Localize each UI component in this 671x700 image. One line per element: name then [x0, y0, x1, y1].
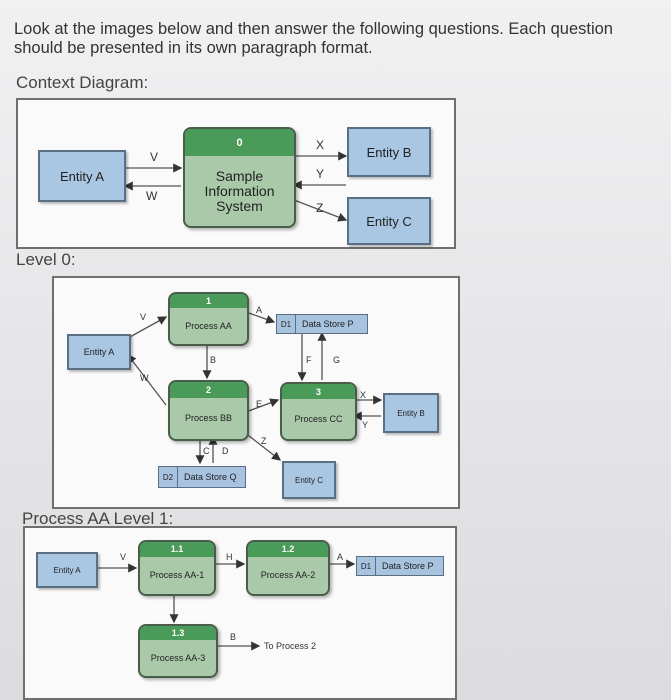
level0-data-store-q: D2 Data Store Q [158, 466, 246, 488]
level0-flow-e: E [256, 399, 263, 409]
level1-process-1-3-name: Process AA-3 [150, 652, 206, 663]
level0-d2-name: Data Store Q [184, 472, 237, 482]
context-process-name: Sample Information System [185, 156, 294, 226]
level0-flow-x: X [360, 390, 367, 400]
level0-flow-g: G [333, 355, 341, 365]
level0-flow-v: V [140, 312, 147, 322]
instruction-line-1: Look at the images below and then answer… [14, 20, 613, 38]
level0-flow-w: W [140, 373, 149, 383]
level1-process-1-2-name: Process AA-2 [260, 569, 316, 580]
context-process-number: 0 [185, 129, 294, 157]
level1-process-1-2-number: 1.2 [248, 542, 328, 557]
context-flow-w: W [146, 189, 158, 203]
level0-process-3: 3 Process CC [280, 382, 357, 441]
level1-flow-v: V [120, 552, 127, 562]
section-title-level0: Level 0: [16, 250, 76, 269]
process-name-line-3: System [216, 197, 263, 214]
level0-process-2-name: Process BB [184, 412, 233, 423]
level0-entity-a: Entity A [67, 334, 131, 370]
context-entity-c: Entity C [347, 197, 431, 245]
level0-data-store-p: D1 Data Store P [276, 314, 368, 334]
level1-process-1-1: 1.1 Process AA-1 [138, 540, 216, 596]
level0-d1-id: D1 [277, 315, 296, 333]
level1-d1-id: D1 [357, 557, 376, 575]
context-flow-z: Z [316, 201, 324, 215]
level1-flow-h: H [226, 552, 233, 562]
process-name-line-1: Sample [215, 167, 264, 184]
level0-process-1: 1 Process AA [168, 292, 249, 346]
level0-flow-c: C [203, 446, 210, 456]
level0-process-3-name: Process CC [294, 413, 343, 424]
level1-process-1-3-number: 1.3 [140, 626, 216, 640]
level0-process-2: 2 Process BB [168, 380, 249, 441]
level1-to-process-2: To Process 2 [264, 641, 317, 651]
context-process-0: 0 Sample Information System [183, 127, 296, 228]
level0-entity-c: Entity C [282, 461, 336, 499]
context-entity-b: Entity B [347, 127, 431, 177]
process-name-line-2: Information [204, 182, 275, 199]
level0-d2-id: D2 [159, 467, 178, 487]
level0-flow-d: D [222, 446, 229, 456]
level0-flow-z: Z [261, 436, 267, 446]
level1-process-1-2: 1.2 Process AA-2 [246, 540, 330, 596]
section-title-level1: Process AA Level 1: [22, 509, 174, 528]
level0-flow-f: F [306, 355, 312, 365]
instruction-line-2: should be presented in its own paragraph… [14, 39, 373, 57]
level0-process-3-number: 3 [282, 384, 355, 400]
level1-entity-a: Entity A [36, 552, 98, 588]
context-flow-v: V [150, 150, 159, 164]
level1-data-store-p: D1 Data Store P [356, 556, 444, 576]
level0-flow-a: A [256, 305, 263, 315]
level0-flow-b: B [210, 355, 217, 365]
context-entity-a: Entity A [38, 150, 126, 202]
level0-process-1-number: 1 [170, 294, 247, 308]
level0-d1-name: Data Store P [302, 319, 354, 329]
level0-flow-y: Y [362, 420, 369, 430]
level0-entity-b: Entity B [383, 393, 439, 433]
level0-process-1-name: Process AA [185, 320, 232, 331]
level1-process-1-1-name: Process AA-1 [149, 569, 205, 580]
context-flow-y: Y [316, 167, 325, 181]
section-title-context: Context Diagram: [16, 73, 149, 92]
level1-flow-a: A [337, 552, 344, 562]
level0-process-2-number: 2 [170, 382, 247, 398]
level1-process-1-3: 1.3 Process AA-3 [138, 624, 218, 678]
level1-d1-name: Data Store P [382, 561, 434, 571]
level1-process-1-1-number: 1.1 [140, 542, 214, 557]
level1-flow-b: B [230, 632, 237, 642]
context-flow-x: X [316, 138, 325, 152]
